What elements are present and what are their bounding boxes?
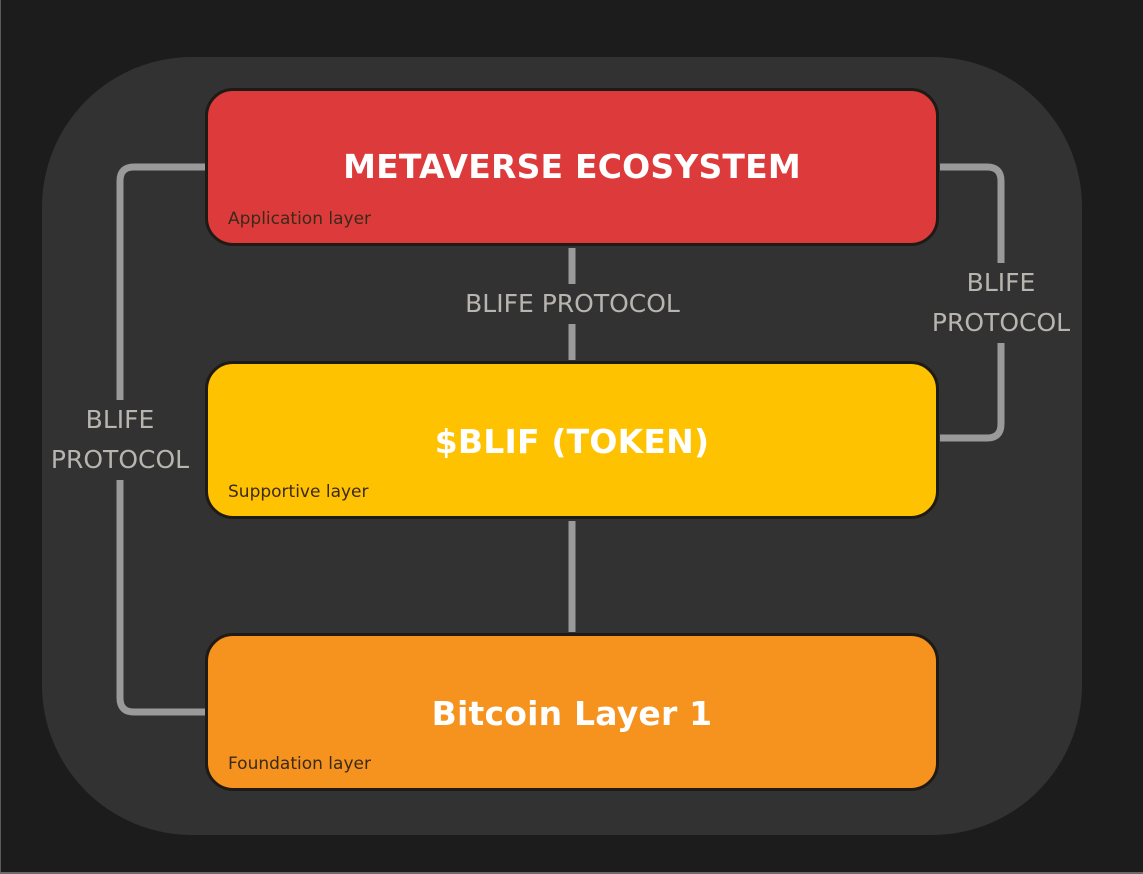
layer-subtitle: Supportive layer bbox=[228, 482, 369, 502]
bottom-edge-line bbox=[0, 872, 1143, 874]
center-protocol-label: BLIFE PROTOCOL bbox=[450, 284, 695, 324]
label-line-1: BLIFE bbox=[966, 268, 1036, 297]
layer-box-foundation: Bitcoin Layer 1 Foundation layer bbox=[205, 633, 939, 791]
label-line-2: PROTOCOL bbox=[50, 445, 190, 474]
layer-title: $BLIF (TOKEN) bbox=[434, 422, 710, 461]
label-line-1: BLIFE bbox=[85, 405, 155, 434]
layer-title: Bitcoin Layer 1 bbox=[431, 694, 713, 733]
left-edge-line bbox=[0, 0, 1, 874]
layer-subtitle: Application layer bbox=[228, 209, 372, 229]
layer-subtitle: Foundation layer bbox=[228, 754, 371, 774]
layer-title: METAVERSE ECOSYSTEM bbox=[343, 147, 801, 186]
right-protocol-label: BLIFE PROTOCOL bbox=[922, 263, 1080, 343]
label-line-2: PROTOCOL bbox=[931, 308, 1071, 337]
layer-box-application: METAVERSE ECOSYSTEM Application layer bbox=[205, 88, 939, 246]
layer-box-supportive: $BLIF (TOKEN) Supportive layer bbox=[205, 361, 939, 519]
left-protocol-label: BLIFE PROTOCOL bbox=[42, 400, 198, 480]
label-text: BLIFE PROTOCOL bbox=[465, 289, 680, 318]
